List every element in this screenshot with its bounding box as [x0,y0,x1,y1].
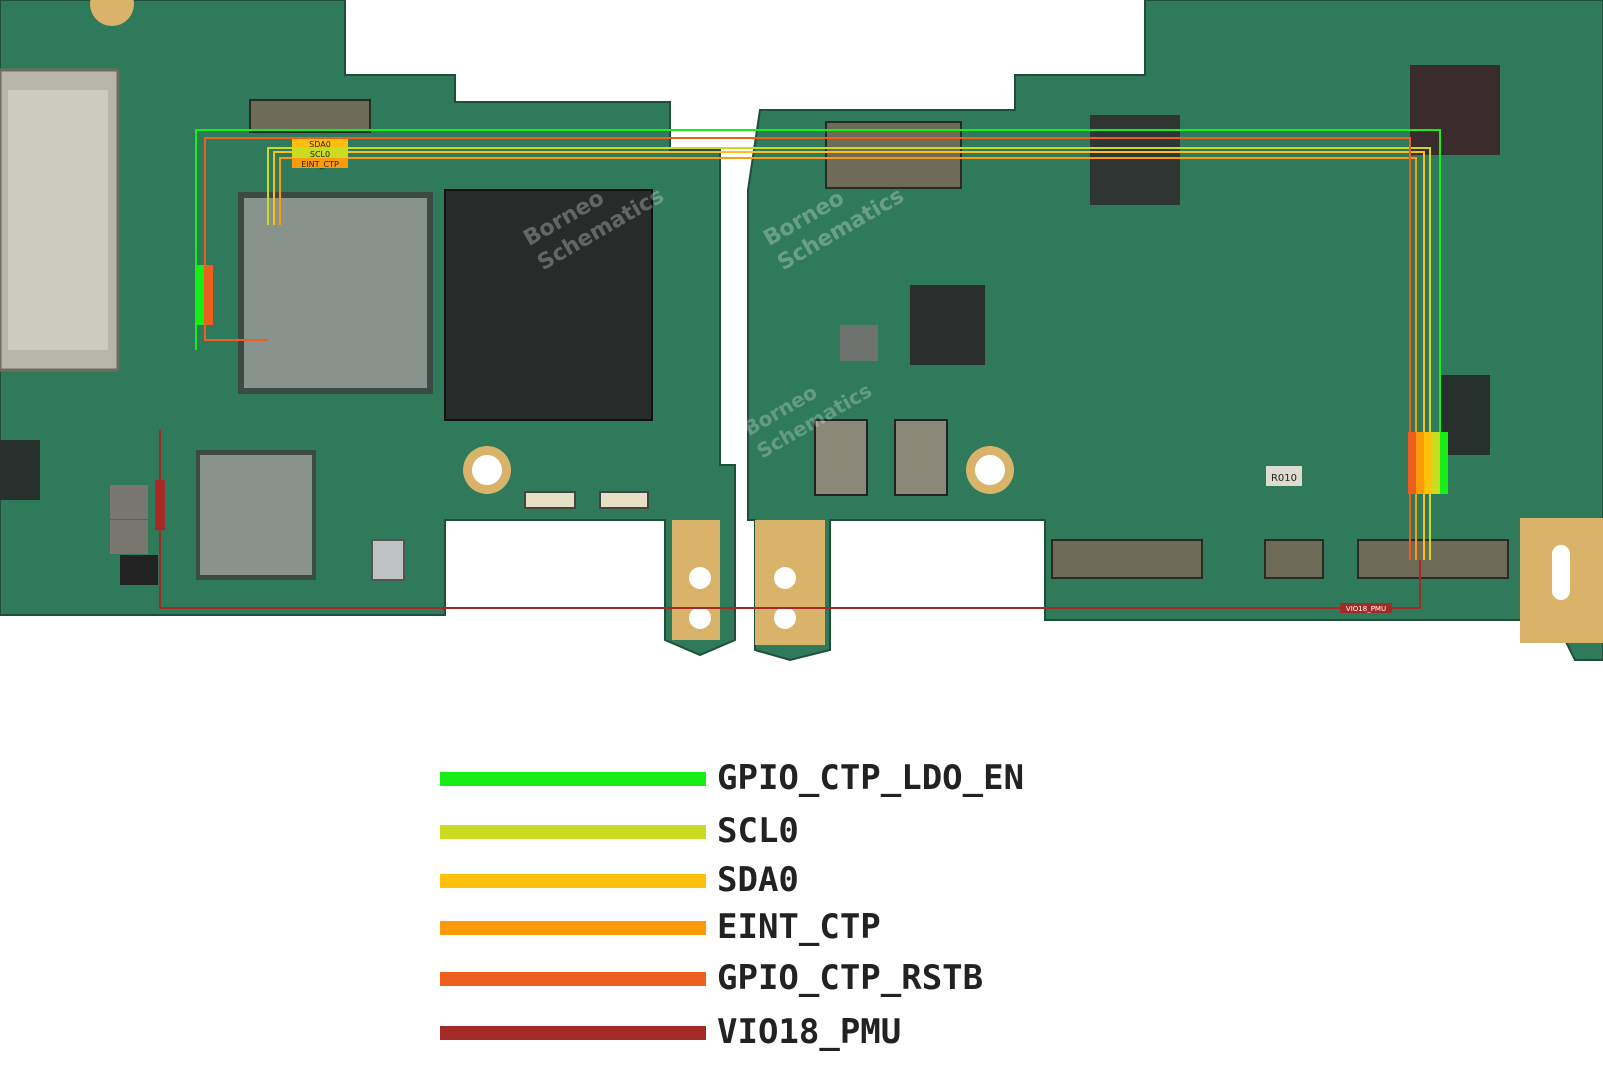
pmic-bga-pads [200,455,312,575]
small-ic-left [0,440,40,500]
legend-label-gpio-ctp-rstb: GPIO_CTP_RSTB [717,958,984,998]
small-tag-label: R010 [1271,473,1297,484]
tag-eint-bg [292,159,348,168]
trace-sda0 [273,151,1425,560]
tag-scl0-bg [292,149,348,158]
legend-swatch-vio18-pmu [440,1026,706,1040]
board-connector-2 [1264,539,1324,579]
camera-conn-1 [814,419,868,496]
tag-scl0: SCL0 [310,150,330,159]
led-window-2 [599,491,649,509]
legend-swatch-gpio-ctp-ldo-en [440,772,706,786]
small-tag-bg [1266,466,1302,486]
cpu-bga-pads [244,198,427,388]
tag-right-bg-1 [1408,432,1416,494]
touch-connector [1357,539,1509,579]
legend-label-sda0: SDA0 [717,860,799,900]
tag-vio: VIO18_PMU [1346,605,1386,613]
mount-hole-left-inner [472,455,502,485]
board-connector-1 [1051,539,1203,579]
inductor-2 [110,520,148,554]
gold-tab-right-hole-2 [774,607,796,629]
crystal-oscillator [371,539,405,581]
legend-swatch-eint-ctp [440,921,706,935]
center-bga-chip [910,285,985,365]
trace-gpio-ctp-ldo-en [195,129,1441,470]
memory-chip [444,189,653,421]
right-dark-ic [1440,375,1490,455]
pcb-board-photo: R010 Borneo Schematics Borneo Schematics… [0,0,1603,662]
trace-eint-ctp [279,157,1417,560]
tag-rstb-bg [205,265,213,325]
led-window [524,491,576,509]
inductor-3 [120,555,158,585]
inductor-1 [110,485,148,519]
legend-swatch-scl0 [440,825,706,839]
legend-label-eint-ctp: EINT_CTP [717,907,881,947]
tag-vio-bg [1340,603,1392,613]
trace-scl0 [267,147,1431,560]
top-right-connector [825,121,962,189]
legend-swatch-gpio-ctp-rstb [440,972,706,986]
legend-label-scl0: SCL0 [717,811,799,851]
tag-eint: EINT_CTP [301,160,339,169]
top-left-hole [90,0,134,26]
tag-right-bg-2 [1416,432,1424,494]
tag-sda0: SDA0 [309,140,331,149]
tag-right-bg-3 [1424,432,1432,494]
legend-label-vio18-pmu: VIO18_PMU [717,1012,902,1052]
gold-tab-right-hole [774,567,796,589]
sim-tray-inner [8,90,108,350]
mount-hole-right-inner [975,455,1005,485]
qfn-chip [1090,115,1180,205]
camera-conn-2 [894,419,948,496]
legend-swatch-sda0 [440,874,706,888]
center-square-ic [840,325,878,361]
tag-right-bg-5 [1440,432,1448,494]
gold-tab-left-hole [689,567,711,589]
tag-vio-left-bg [155,480,165,530]
tag-sda0-bg [292,139,348,148]
top-left-connector [249,99,371,133]
tag-ldo-bg [196,265,204,325]
legend-label-gpio-ctp-ldo-en: GPIO_CTP_LDO_EN [717,758,1025,798]
corner-chip [1410,65,1500,155]
tag-right-bg-4 [1432,432,1440,494]
far-right-slot [1552,545,1570,600]
gold-tab-left-hole-2 [689,607,711,629]
